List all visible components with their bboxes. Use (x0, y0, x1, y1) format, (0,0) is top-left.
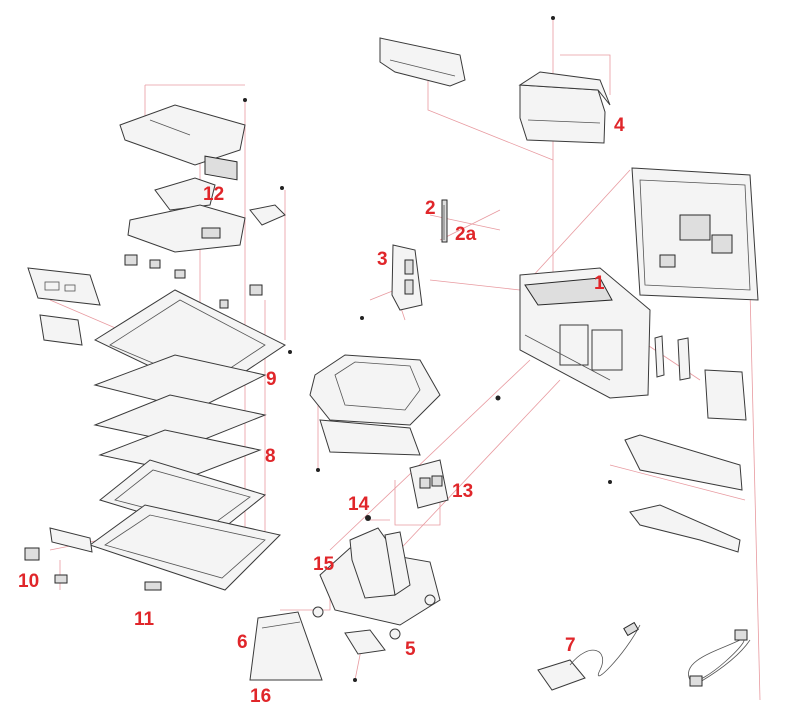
label-2a: 2a (455, 224, 477, 245)
label-1: 1 (594, 273, 605, 294)
side-plates (27, 267, 101, 346)
label-10: 10 (18, 571, 39, 592)
power-cord (688, 629, 751, 687)
label-8: 8 (265, 446, 276, 467)
part-labels: 1 2 2a 3 4 5 6 7 8 9 10 11 12 13 14 15 1… (18, 115, 625, 707)
display-bezel (88, 459, 281, 591)
label-7: 7 (565, 635, 576, 656)
upper-cover-piece (379, 37, 466, 87)
label-2: 2 (425, 198, 436, 219)
base-top-cover (309, 354, 441, 456)
label-12: 12 (203, 184, 224, 205)
part-10-11-components (24, 527, 162, 591)
label-6: 6 (237, 632, 248, 653)
part-1-housing (519, 267, 651, 399)
part-5-small-bracket (344, 629, 386, 655)
stand-base (312, 527, 441, 640)
display-panel-rear (631, 167, 759, 301)
part-3-bracket (391, 244, 423, 311)
part-4-cover (518, 71, 611, 144)
part-6-neck-cover (249, 611, 323, 681)
part-8-panel-layers (93, 354, 267, 476)
part-13-vesa-plate (409, 459, 449, 509)
label-11: 11 (134, 609, 155, 630)
label-15: 15 (313, 554, 335, 575)
part-2-strip (441, 199, 448, 243)
part-7-power-adapter (537, 621, 641, 691)
label-5: 5 (405, 639, 416, 660)
part-12-board (127, 177, 286, 253)
rear-bracket (624, 434, 743, 553)
side-covers-right (654, 335, 747, 421)
label-4: 4 (614, 115, 625, 136)
label-3: 3 (377, 249, 388, 270)
label-13: 13 (452, 481, 473, 502)
label-14: 14 (348, 494, 370, 515)
label-9: 9 (266, 369, 277, 390)
part-12-tray (119, 104, 246, 181)
label-16: 16 (250, 686, 271, 707)
